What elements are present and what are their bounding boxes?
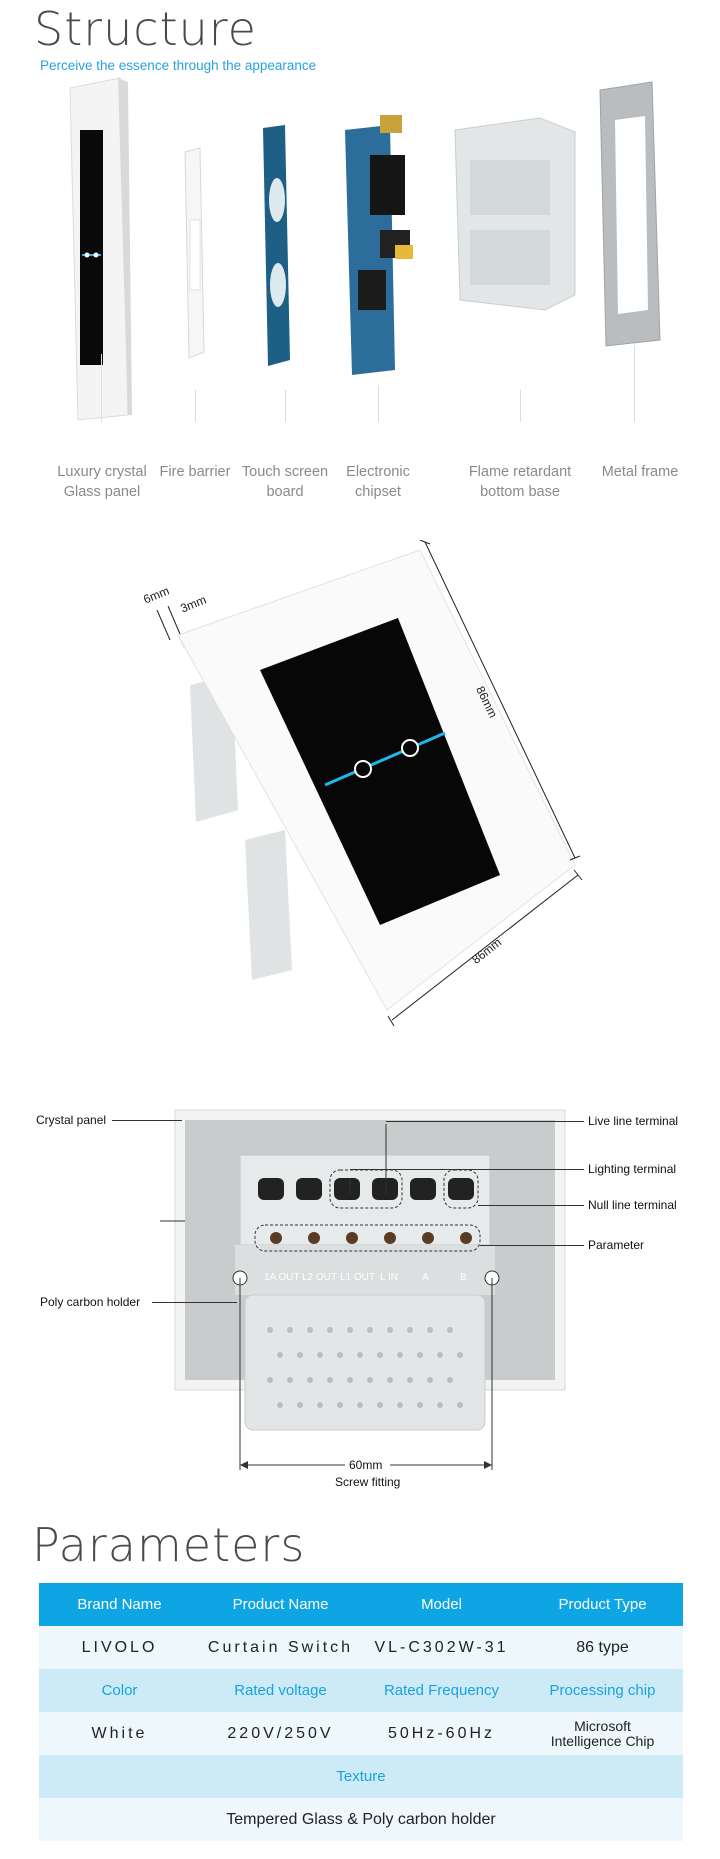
- header-color: Color: [39, 1669, 200, 1712]
- label-live-line-terminal: Live line terminal: [588, 1114, 679, 1128]
- terminal-mark-2: L2 OUT: [302, 1272, 338, 1283]
- table-row: White 220V/250V 50Hz-60Hz Microsoft Inte…: [39, 1712, 683, 1755]
- part-label-metal-frame: Metal frame: [601, 464, 679, 480]
- parameters-table: Brand Name Product Name Model Product Ty…: [39, 1583, 683, 1841]
- part-label-chipset: Electronic chipset: [346, 464, 410, 500]
- value-product-name: Curtain Switch: [200, 1626, 361, 1669]
- metal-frame-image: [599, 81, 661, 347]
- terminal-mark-3: L1 OUT: [340, 1272, 376, 1283]
- value-processing-chip: Microsoft Intelligence Chip: [522, 1712, 683, 1755]
- table-row: Texture: [39, 1755, 683, 1798]
- header-product-name: Product Name: [200, 1583, 361, 1626]
- header-rated-voltage: Rated voltage: [200, 1669, 361, 1712]
- header-processing-chip: Processing chip: [522, 1669, 683, 1712]
- bottom-base-image: [454, 117, 576, 311]
- label-poly-carbon-holder: Poly carbon holder: [40, 1295, 141, 1309]
- screw-row: [270, 1232, 472, 1244]
- part-label-touch-board: Touch screen board: [241, 464, 329, 500]
- terminal-mark-4: L IN: [380, 1272, 398, 1283]
- structure-subtitle: Perceive the essence through the appeara…: [40, 58, 317, 73]
- fire-barrier-image: [184, 147, 205, 359]
- label-crystal-panel: Crystal panel: [36, 1113, 107, 1127]
- terminal-row: [258, 1178, 474, 1200]
- parameters-title: Parameters: [32, 1518, 306, 1572]
- header-texture: Texture: [39, 1755, 683, 1798]
- terminal-mark-5: A: [422, 1272, 429, 1283]
- exploded-parts-illustration: [69, 77, 661, 421]
- table-row: Color Rated voltage Rated Frequency Proc…: [39, 1669, 683, 1712]
- dimension-illustration: [156, 540, 583, 1027]
- value-rated-voltage: 220V/250V: [200, 1712, 361, 1755]
- label-lighting-terminal: Lighting terminal: [588, 1162, 677, 1176]
- screw-width-label: 60mm: [349, 1458, 383, 1472]
- value-color: White: [39, 1712, 200, 1755]
- value-product-type: 86 type: [522, 1626, 683, 1669]
- table-row: LIVOLO Curtain Switch VL-C302W-31 86 typ…: [39, 1626, 683, 1669]
- terminal-mark-1: 1A OUT: [264, 1272, 300, 1283]
- value-texture: Tempered Glass & Poly carbon holder: [39, 1798, 683, 1841]
- glass-panel-image: [69, 77, 132, 421]
- value-brand-name: LIVOLO: [39, 1626, 200, 1669]
- header-brand-name: Brand Name: [39, 1583, 200, 1626]
- label-null-line-terminal: Null line terminal: [588, 1198, 677, 1212]
- label-parameter: Parameter: [588, 1238, 645, 1252]
- touch-board-image: [263, 125, 290, 366]
- part-label-fire-barrier: Fire barrier: [159, 464, 231, 480]
- table-row: Brand Name Product Name Model Product Ty…: [39, 1583, 683, 1626]
- header-model: Model: [361, 1583, 522, 1626]
- table-row: Tempered Glass & Poly carbon holder: [39, 1798, 683, 1841]
- part-label-bottom-base: Flame retardant bottom base: [468, 464, 572, 500]
- screw-fitting-caption: Screw fitting: [335, 1475, 401, 1489]
- value-rated-frequency: 50Hz-60Hz: [361, 1712, 522, 1755]
- value-model: VL-C302W-31: [361, 1626, 522, 1669]
- chipset-image: [345, 115, 413, 375]
- part-label-glass-panel: Luxury crystal Glass panel: [57, 464, 147, 500]
- header-product-type: Product Type: [522, 1583, 683, 1626]
- header-rated-frequency: Rated Frequency: [361, 1669, 522, 1712]
- terminal-mark-6: B: [460, 1272, 467, 1283]
- back-view-illustration: [160, 1109, 566, 1470]
- structure-title: Structure: [34, 2, 257, 56]
